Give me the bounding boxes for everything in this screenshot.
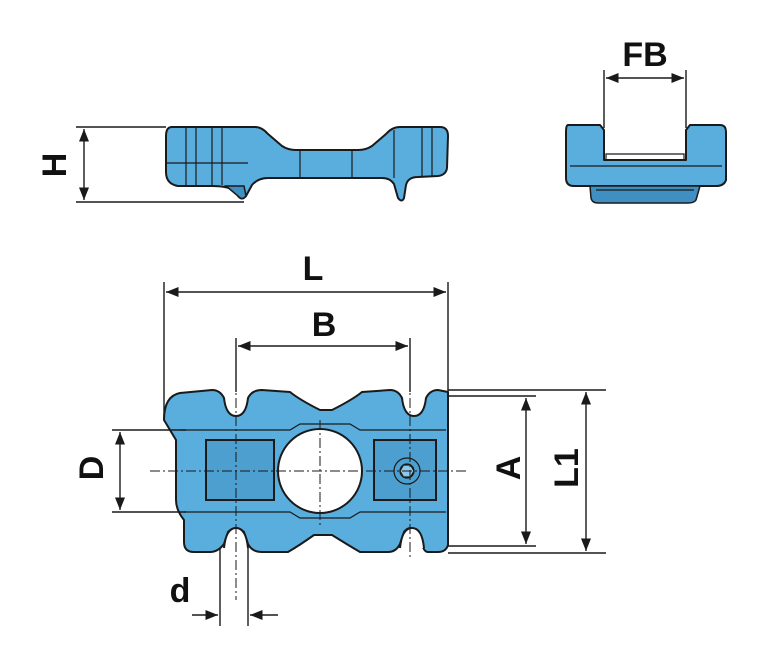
end-view-body	[565, 124, 727, 187]
dimension-label-b: B	[312, 306, 337, 344]
left-pocket	[205, 439, 275, 501]
plan-view: L B D A L1 d	[73, 250, 606, 626]
dimension-label-d-upper: D	[73, 456, 111, 481]
side-view: H	[36, 126, 449, 203]
dimension-label-a: A	[490, 456, 528, 481]
dimension-label-l1: L1	[548, 448, 586, 488]
dimension-label-l: L	[303, 250, 324, 288]
dimension-label-fb: FB	[622, 36, 667, 74]
dimension-label-d-lower: d	[170, 572, 191, 610]
end-view: FB	[565, 36, 727, 204]
dimension-label-h: H	[36, 153, 74, 178]
side-view-body	[165, 126, 449, 202]
